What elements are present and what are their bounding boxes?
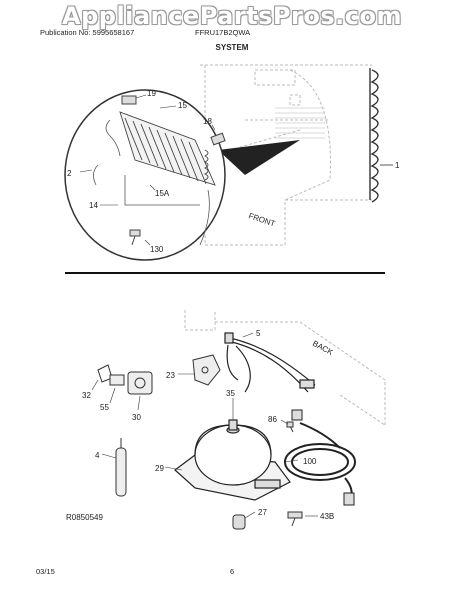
callout-14: 14: [89, 201, 98, 210]
lower-leaders: [91, 332, 318, 519]
figure-code: R0850549: [66, 513, 103, 522]
back-label: BACK: [311, 339, 335, 357]
part-19-block: [121, 95, 137, 105]
top-leaders: [79, 94, 216, 246]
callout-29: 29: [155, 464, 164, 473]
part-100-cord: [284, 409, 356, 506]
callout-1: 1: [395, 161, 400, 170]
evaporator: [119, 111, 216, 186]
part-29-compressor: [174, 419, 291, 501]
footer-date: 03/15: [36, 567, 55, 576]
callout-30: 30: [132, 413, 141, 422]
section-title: SYSTEM: [215, 43, 249, 52]
part-55-relay: [109, 374, 125, 386]
part-27-grommet: [232, 514, 246, 530]
callout-32: 32: [82, 391, 91, 400]
magnifier-wedge: [218, 140, 300, 175]
callout-43b: 43B: [320, 512, 334, 521]
lower-cabinet-outline: [184, 310, 386, 426]
model-number: FFRU17B2QWA: [195, 28, 251, 37]
wire-harness: [224, 332, 316, 393]
callout-4: 4: [95, 451, 100, 460]
callout-130: 130: [150, 245, 164, 254]
callout-35: 35: [226, 389, 235, 398]
page-number: 6: [230, 567, 235, 576]
condenser-coil: [369, 68, 379, 203]
part-86-screw: [286, 421, 294, 433]
wiring: [93, 119, 210, 246]
callout-5: 5: [256, 329, 261, 338]
callout-23: 23: [166, 371, 175, 380]
callout-100: 100: [303, 457, 317, 466]
callout-15a: 15A: [155, 189, 170, 198]
callout-86: 86: [268, 415, 277, 424]
callout-27: 27: [258, 508, 267, 517]
part-4-tube: [115, 438, 127, 497]
cabinet-shading: [275, 107, 325, 139]
part-43b-valve: [287, 511, 303, 527]
callout-18: 18: [203, 117, 212, 126]
publication-number: Publication No: 5995658167: [40, 28, 135, 37]
detail-circle: [64, 89, 226, 261]
part-23-bracket: [192, 354, 221, 386]
callout-19: 19: [147, 89, 156, 98]
part-18-block: [210, 132, 226, 146]
front-label: FRONT: [247, 211, 276, 228]
watermark-text: AppliancePartsPros.com: [62, 2, 402, 30]
part-30-overload: [127, 371, 153, 395]
callout-55: 55: [100, 403, 109, 412]
callout-2: 2: [67, 169, 72, 178]
callout-15: 15: [178, 101, 187, 110]
part-130-screw: [129, 229, 141, 246]
